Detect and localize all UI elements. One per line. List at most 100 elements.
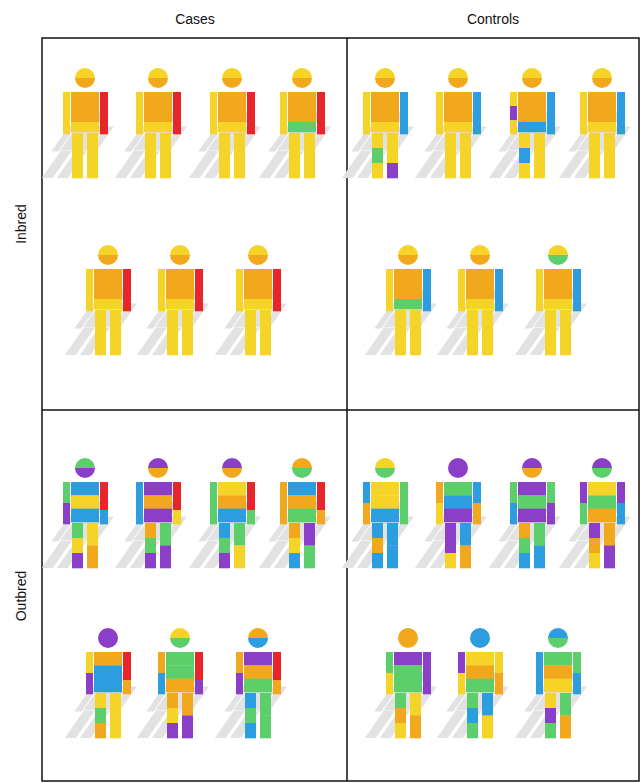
body-segment bbox=[236, 283, 243, 297]
body-segment bbox=[144, 482, 172, 496]
body-segment bbox=[473, 92, 481, 113]
body-segment bbox=[395, 325, 406, 340]
body-segment bbox=[292, 68, 312, 78]
head bbox=[592, 458, 612, 478]
body-segment bbox=[219, 538, 230, 553]
body-segment bbox=[234, 133, 245, 148]
body-segment bbox=[519, 538, 530, 553]
body-segment bbox=[573, 652, 581, 673]
body-segment bbox=[589, 523, 600, 538]
body-segment bbox=[280, 106, 287, 120]
body-segment bbox=[148, 468, 168, 478]
body-segment bbox=[245, 693, 256, 708]
body-segment bbox=[160, 523, 171, 546]
body-segment bbox=[510, 120, 517, 134]
shadow bbox=[56, 672, 147, 738]
body-segment bbox=[182, 716, 193, 739]
column-label: Controls bbox=[467, 11, 519, 27]
body-segment bbox=[445, 523, 456, 538]
body-segment bbox=[244, 289, 272, 299]
body-segment bbox=[518, 482, 546, 496]
head bbox=[375, 458, 395, 478]
body-segment bbox=[410, 693, 421, 716]
shadow bbox=[333, 112, 424, 178]
body-segment bbox=[445, 148, 456, 163]
body-segment bbox=[160, 163, 171, 178]
body-segment bbox=[158, 297, 165, 311]
body-segment bbox=[170, 628, 190, 638]
body-segment bbox=[544, 279, 572, 289]
body-segment bbox=[95, 693, 106, 708]
body-segment bbox=[519, 148, 530, 163]
body-segment bbox=[522, 458, 542, 468]
body-segment bbox=[395, 693, 406, 708]
body-segment bbox=[519, 523, 530, 538]
body-segment bbox=[534, 133, 545, 148]
body-segment bbox=[148, 458, 168, 468]
body-segment bbox=[144, 92, 172, 102]
body-segment bbox=[510, 503, 517, 524]
body-segment bbox=[195, 652, 203, 666]
body-segment bbox=[395, 723, 406, 738]
person bbox=[386, 628, 431, 738]
body-segment bbox=[160, 546, 171, 569]
body-segment bbox=[536, 269, 543, 283]
head bbox=[170, 245, 190, 265]
body-segment bbox=[72, 133, 83, 148]
body-segment bbox=[218, 509, 246, 523]
body-segment bbox=[458, 673, 465, 694]
body-segment bbox=[71, 102, 99, 112]
body-segment bbox=[436, 92, 443, 106]
body-segment bbox=[260, 310, 271, 325]
body-segment bbox=[375, 68, 395, 78]
body-segment bbox=[458, 297, 465, 311]
body-segment bbox=[560, 325, 571, 340]
body-segment bbox=[158, 673, 165, 694]
body-segment bbox=[444, 509, 472, 523]
body-segment bbox=[372, 538, 383, 553]
person bbox=[536, 245, 581, 355]
body-segment bbox=[288, 92, 316, 102]
shadow bbox=[406, 502, 497, 568]
head bbox=[148, 458, 168, 478]
body-segment bbox=[436, 503, 443, 524]
body-segment bbox=[460, 133, 471, 148]
body-segment bbox=[219, 523, 230, 538]
body-segment bbox=[548, 245, 568, 255]
body-segment bbox=[260, 325, 271, 340]
shadow bbox=[128, 289, 219, 355]
body-segment bbox=[170, 255, 190, 265]
body-segment bbox=[167, 708, 178, 723]
body-segment bbox=[544, 289, 572, 299]
body-segment bbox=[222, 458, 242, 468]
body-segment bbox=[145, 523, 156, 538]
body-segment bbox=[589, 538, 600, 553]
body-segment bbox=[145, 133, 156, 148]
body-segment bbox=[470, 628, 490, 638]
person bbox=[210, 68, 255, 178]
body-segment bbox=[548, 638, 568, 648]
body-segment bbox=[400, 113, 408, 134]
shadow bbox=[550, 502, 640, 568]
body-segment bbox=[482, 716, 493, 739]
body-segment bbox=[444, 122, 472, 132]
body-segment bbox=[395, 708, 406, 723]
body-segment bbox=[86, 269, 93, 283]
body-segment bbox=[460, 148, 471, 163]
person bbox=[280, 68, 325, 178]
body-segment bbox=[372, 523, 383, 538]
body-segment bbox=[410, 325, 421, 340]
body-segment bbox=[94, 679, 122, 693]
body-segment bbox=[273, 680, 281, 694]
body-segment bbox=[63, 482, 70, 503]
body-segment bbox=[100, 113, 108, 134]
body-segment bbox=[604, 546, 615, 569]
body-segment bbox=[145, 148, 156, 163]
body-segment bbox=[148, 78, 168, 88]
body-segment bbox=[71, 122, 99, 132]
body-segment bbox=[63, 106, 70, 120]
head bbox=[448, 68, 468, 88]
head bbox=[448, 458, 468, 478]
head bbox=[375, 68, 395, 88]
body-segment bbox=[100, 510, 108, 524]
